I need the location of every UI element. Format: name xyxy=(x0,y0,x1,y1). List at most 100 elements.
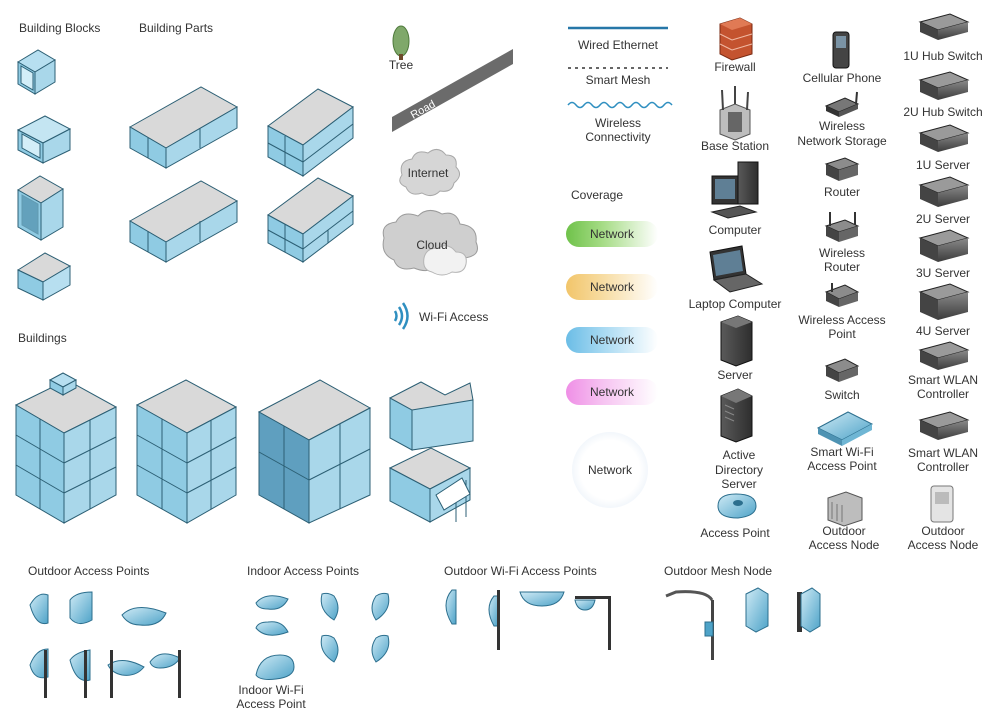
wireless-connectivity-line[interactable] xyxy=(567,101,673,109)
building-part-3[interactable] xyxy=(128,180,239,263)
outdoor-access-node-icon-1[interactable] xyxy=(827,491,863,527)
ad-server-label-3: Server xyxy=(721,477,757,491)
coverage-green[interactable]: Network xyxy=(566,221,658,247)
coverage-circle[interactable]: Network xyxy=(572,432,648,508)
outdoor-access-point-1[interactable] xyxy=(29,593,49,625)
building-part-2[interactable] xyxy=(267,88,354,178)
server-4u-icon[interactable] xyxy=(918,283,970,320)
base-station-icon[interactable] xyxy=(719,86,751,141)
outdoor-mesh-node-box[interactable] xyxy=(745,587,769,633)
server-1u-icon[interactable] xyxy=(918,124,970,152)
ad-server-label-2: Directory xyxy=(714,463,764,477)
server-2u-icon[interactable] xyxy=(918,176,970,207)
smart-wlan-controller-icon-1[interactable] xyxy=(918,341,970,370)
access-point-icon[interactable] xyxy=(717,493,757,519)
wlan-controller-label-2b: Controller xyxy=(916,460,970,474)
router-icon[interactable] xyxy=(824,157,860,181)
outdoor-access-point-6[interactable] xyxy=(107,650,145,698)
computer-label: Computer xyxy=(708,223,762,237)
indoor-access-point-1[interactable] xyxy=(255,595,289,610)
building-block-4[interactable] xyxy=(16,252,72,301)
hub-switch-2u-icon[interactable] xyxy=(918,71,970,100)
outdoor-access-node-label-2b: Access Node xyxy=(907,538,979,552)
outdoor-access-node-label-1b: Access Node xyxy=(808,538,880,552)
server-label: Server xyxy=(717,368,753,382)
building-block-1[interactable] xyxy=(17,49,56,95)
outdoor-access-node-icon-2[interactable] xyxy=(930,485,954,523)
outdoor-access-point-3[interactable] xyxy=(121,607,167,626)
smart-wifi-ap-label-1: Smart Wi-Fi xyxy=(810,445,874,459)
active-directory-server-icon[interactable] xyxy=(720,388,753,443)
cellular-phone-icon[interactable] xyxy=(832,31,850,69)
coverage-pink[interactable]: Network xyxy=(566,379,658,405)
coverage-blue[interactable]: Network xyxy=(566,327,658,353)
server-icon[interactable] xyxy=(720,315,753,367)
indoor-access-point-2[interactable] xyxy=(255,621,289,636)
access-point-label: Access Point xyxy=(700,526,770,540)
wireless-router-label-1: Wireless xyxy=(818,246,866,260)
indoor-access-point-6[interactable] xyxy=(371,634,390,663)
building-part-1[interactable] xyxy=(128,86,239,169)
wireless-network-storage-icon[interactable] xyxy=(824,91,860,117)
outdoor-access-point-2[interactable] xyxy=(69,591,93,624)
outdoor-mesh-node-mounted[interactable] xyxy=(797,587,821,633)
outdoor-access-point-5[interactable] xyxy=(69,649,91,698)
smart-mesh-label: Smart Mesh xyxy=(585,73,651,87)
wireless-router-label-2: Router xyxy=(823,260,861,274)
ad-server-label-1: Active xyxy=(722,448,756,462)
nas-label-1: Wireless xyxy=(818,119,866,133)
wireless-router-icon[interactable] xyxy=(824,212,860,242)
server-2u-label: 2U Server xyxy=(915,212,971,226)
wlan-controller-label-1a: Smart WLAN xyxy=(907,373,979,387)
indoor-wifi-access-point-icon[interactable] xyxy=(255,654,295,680)
building-block-3[interactable] xyxy=(17,175,64,241)
wired-ethernet-label: Wired Ethernet xyxy=(577,38,659,52)
outdoor-access-point-4[interactable] xyxy=(29,648,49,698)
wireless-connectivity-label-1: Wireless xyxy=(594,116,642,130)
outdoor-access-point-7[interactable] xyxy=(149,650,181,698)
smart-wlan-controller-icon-2[interactable] xyxy=(918,411,970,440)
outdoor-wifi-ap-1[interactable] xyxy=(445,589,457,625)
cellular-phone-label: Cellular Phone xyxy=(802,71,882,85)
building-4[interactable] xyxy=(388,381,474,523)
coverage-orange[interactable]: Network xyxy=(566,274,658,300)
road-icon[interactable] xyxy=(392,49,513,132)
cloud-icon[interactable] xyxy=(382,210,478,276)
smart-wifi-access-point-icon[interactable] xyxy=(816,411,874,446)
computer-icon[interactable] xyxy=(710,161,759,219)
indoor-access-point-3[interactable] xyxy=(320,592,339,621)
tree-icon[interactable] xyxy=(392,25,410,60)
hub-switch-1u-icon[interactable] xyxy=(918,13,970,40)
switch-label: Switch xyxy=(824,388,860,402)
building-2[interactable] xyxy=(135,379,238,524)
smart-wifi-ap-label-2: Access Point xyxy=(807,459,877,473)
section-title-coverage: Coverage xyxy=(571,188,624,202)
outdoor-access-node-label-1a: Outdoor xyxy=(822,524,866,538)
switch-icon[interactable] xyxy=(824,358,860,382)
building-block-2[interactable] xyxy=(16,115,72,164)
section-title-outdoor-access-points: Outdoor Access Points xyxy=(28,564,150,578)
internet-cloud-icon[interactable] xyxy=(399,149,460,197)
building-1[interactable] xyxy=(14,372,118,524)
outdoor-wifi-ap-4[interactable] xyxy=(574,596,611,650)
section-title-outdoor-wifi-access-points: Outdoor Wi-Fi Access Points xyxy=(444,564,597,578)
section-title-buildings: Buildings xyxy=(18,331,67,345)
indoor-access-point-5[interactable] xyxy=(320,634,339,663)
hub-switch-2u-label: 2U Hub Switch xyxy=(903,105,983,119)
firewall-icon[interactable] xyxy=(719,17,753,61)
indoor-access-point-4[interactable] xyxy=(371,592,390,621)
outdoor-access-node-label-2a: Outdoor xyxy=(921,524,965,538)
server-1u-label: 1U Server xyxy=(915,158,971,172)
building-3[interactable] xyxy=(257,379,372,524)
outdoor-wifi-ap-2[interactable] xyxy=(488,590,500,650)
server-3u-icon[interactable] xyxy=(918,229,970,262)
laptop-icon[interactable] xyxy=(709,245,764,293)
building-part-4[interactable] xyxy=(267,177,354,264)
wireless-access-point-icon[interactable] xyxy=(824,283,860,307)
wifi-access-icon[interactable] xyxy=(393,302,409,330)
firewall-label: Firewall xyxy=(714,60,756,74)
outdoor-mesh-node-streetlight[interactable] xyxy=(665,590,714,660)
outdoor-wifi-ap-3[interactable] xyxy=(519,591,565,607)
section-title-building-parts: Building Parts xyxy=(139,21,214,35)
